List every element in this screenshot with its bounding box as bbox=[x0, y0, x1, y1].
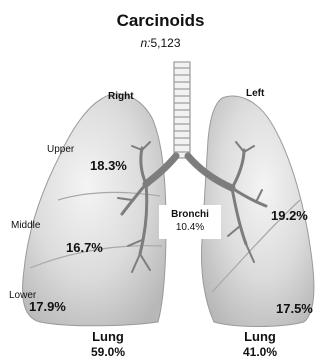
region-label-middle: Middle bbox=[11, 221, 40, 231]
right-lung-total: 59.0% bbox=[73, 346, 143, 357]
left-lower-lobe-percent: 17.5% bbox=[276, 302, 313, 315]
right-lung-name: Lung bbox=[73, 330, 143, 343]
sample-size-value: 5,123 bbox=[150, 36, 180, 50]
bronchi-label-box: Bronchi 10.4% bbox=[159, 205, 221, 239]
diagram-subtitle: n:5,123 bbox=[0, 37, 321, 49]
bronchi-percent: 10.4% bbox=[159, 221, 221, 234]
right-lung-shape bbox=[23, 94, 166, 326]
left-lung-total: 41.0% bbox=[225, 346, 295, 357]
right-upper-lobe-percent: 18.3% bbox=[90, 159, 127, 172]
left-lung-name: Lung bbox=[225, 330, 295, 343]
sample-size-prefix: n: bbox=[140, 36, 150, 50]
region-label-upper: Upper bbox=[47, 145, 74, 155]
side-label-left: Left bbox=[246, 89, 264, 99]
right-middle-lobe-percent: 16.7% bbox=[66, 241, 103, 254]
right-lower-lobe-percent: 17.9% bbox=[29, 300, 66, 313]
left-upper-lobe-percent: 19.2% bbox=[271, 209, 308, 222]
side-label-right: Right bbox=[108, 92, 134, 102]
diagram-title: Carcinoids bbox=[0, 12, 321, 29]
bronchi-label: Bronchi bbox=[159, 208, 221, 221]
